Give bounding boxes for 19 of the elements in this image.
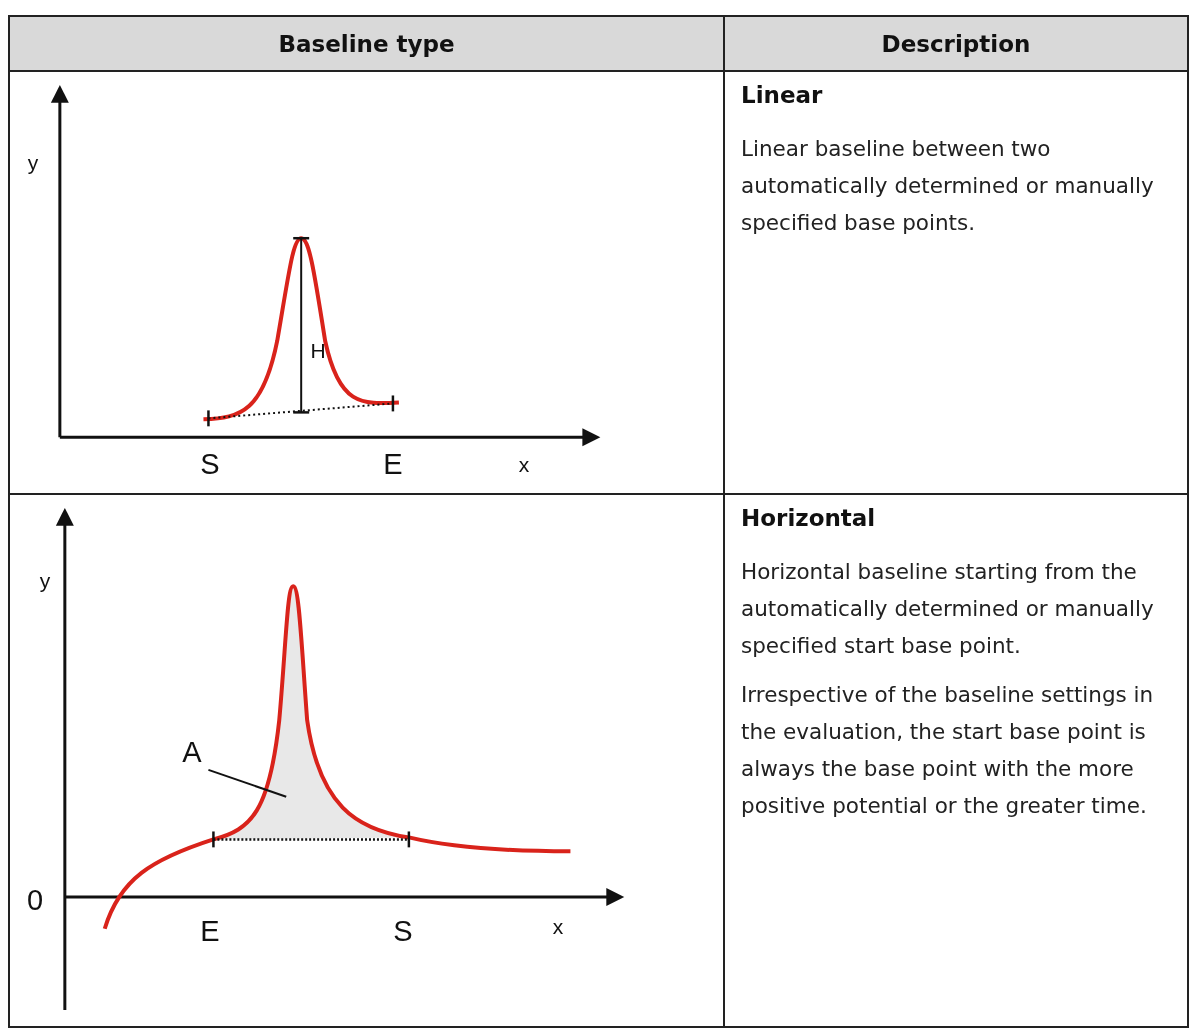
axis-label: H [310, 339, 326, 361]
callout-letter: A [182, 737, 202, 767]
axis-label: x [552, 915, 564, 937]
axis-label: S [200, 449, 220, 479]
axis-label: 0 [26, 885, 44, 915]
axis-label: E [383, 449, 403, 479]
description-text: Irrespective of the baseline settings in the evaluation, the start base point is always the base point with the more positive potential or the greater time. [741, 681, 1155, 820]
axis-label: x [518, 453, 530, 475]
baseline-type-title: Horizontal [741, 505, 877, 531]
axis-label: E [200, 916, 220, 946]
leader-line [207, 768, 288, 798]
baseline-type-title: Linear [741, 82, 824, 108]
description-text: Horizontal baseline starting from the automatically determined or manually specified start base point. [741, 558, 1155, 660]
axis-label: y [39, 569, 51, 591]
axis-label: S [393, 916, 413, 946]
column-header: Baseline type [278, 30, 455, 57]
axis-label: y [27, 151, 39, 173]
description-text: Linear baseline between two automatically determined or manually specified base points. [741, 135, 1155, 237]
column-header: Description [881, 30, 1031, 57]
